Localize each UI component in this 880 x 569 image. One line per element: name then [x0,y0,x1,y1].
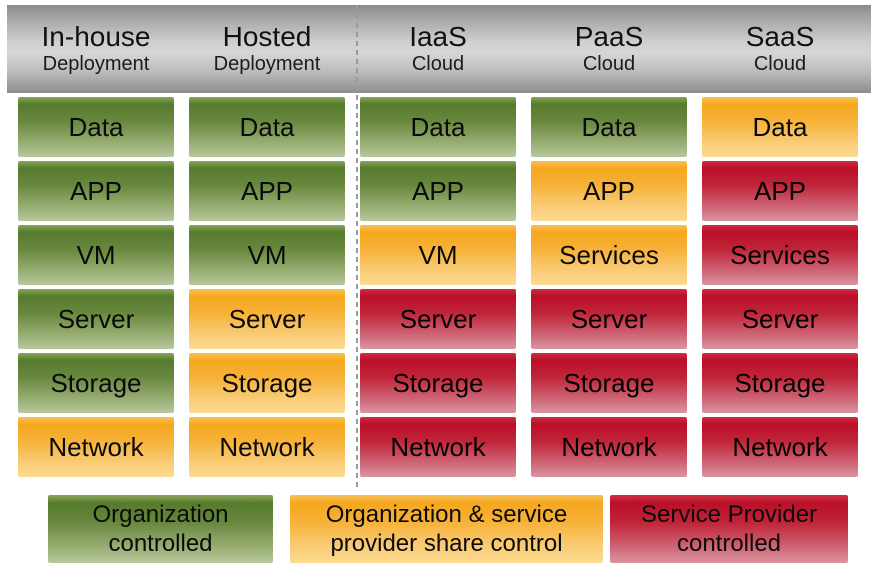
legend-label-line: provider share control [330,530,563,557]
stack-cell: APP [189,161,345,221]
header-column-paas: PaaS Cloud [531,21,687,76]
stack-cell: Data [18,97,174,157]
stack-cell: Server [531,289,687,349]
legend-label-line: controlled [108,530,213,557]
stack-cell: APP [531,161,687,221]
stack-cell: Data [360,97,516,157]
stack-cell: Storage [531,353,687,413]
stack-cell: Services [702,225,858,285]
stack-cell: Server [702,289,858,349]
stack-cell: VM [18,225,174,285]
legend-label-line: controlled [676,530,782,557]
column-title: PaaS [574,21,644,53]
header-column-iaas: IaaS Cloud [360,21,516,76]
column-title: IaaS [409,21,467,53]
onprem-cloud-divider-line [356,5,358,491]
stack-cell: Data [531,97,687,157]
stack-cell: VM [189,225,345,285]
header-band: In-house Deployment Hosted Deployment Ia… [7,5,871,93]
stack-column-paas: Data APP Services Server Storage Network [531,97,687,477]
header-column-hosted: Hosted Deployment [189,21,345,76]
stack-cell: Data [189,97,345,157]
stack-grid: Data APP VM Server Storage Network Data … [18,97,858,477]
header-column-saas: SaaS Cloud [702,21,858,76]
stack-cell: Network [189,417,345,477]
header-column-in-house: In-house Deployment [18,21,174,76]
stack-cell: Server [189,289,345,349]
column-subtitle: Deployment [42,52,150,75]
column-title: Hosted [222,21,312,53]
legend-label-line: Service Provider [640,500,818,528]
legend-label-line: Organization [92,500,229,528]
stack-cell: Storage [360,353,516,413]
legend-shared-control: Organization & service provider share co… [290,495,603,563]
stack-cell: Services [531,225,687,285]
column-title: In-house [41,21,151,53]
legend-organization-controlled: Organization controlled [48,495,273,563]
stack-cell: Network [531,417,687,477]
column-subtitle: Deployment [213,52,321,75]
stack-cell: Server [18,289,174,349]
legend-service-provider-controlled: Service Provider controlled [610,495,848,563]
legend-label-line: Organization & service [325,500,568,528]
column-subtitle: Cloud [411,52,465,75]
stack-cell: Network [360,417,516,477]
stack-cell: VM [360,225,516,285]
stack-cell: Storage [189,353,345,413]
stack-column-saas: Data APP Services Server Storage Network [702,97,858,477]
column-title: SaaS [745,21,815,53]
column-subtitle: Cloud [753,52,807,75]
stack-cell: APP [360,161,516,221]
stack-cell: Storage [702,353,858,413]
stack-column-hosted: Data APP VM Server Storage Network [189,97,345,477]
stack-cell: APP [702,161,858,221]
stack-column-in-house: Data APP VM Server Storage Network [18,97,174,477]
stack-cell: Network [18,417,174,477]
column-subtitle: Cloud [582,52,636,75]
stack-cell: Storage [18,353,174,413]
stack-column-iaas: Data APP VM Server Storage Network [360,97,516,477]
stack-cell: APP [18,161,174,221]
stack-cell: Server [360,289,516,349]
stack-cell: Network [702,417,858,477]
stack-cell: Data [702,97,858,157]
